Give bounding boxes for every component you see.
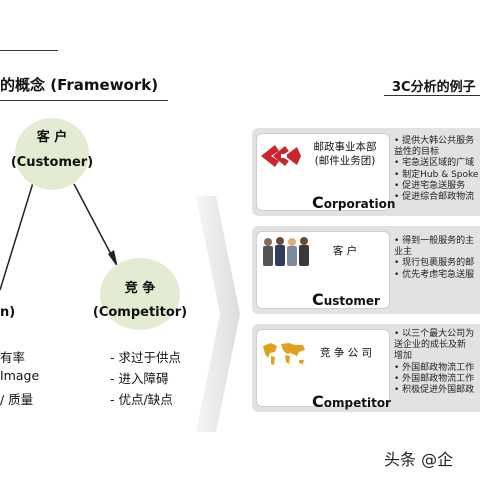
customer-english: (Customer)	[10, 155, 94, 170]
corporation-bullets: • 提供大韩公共服务 益性的目标 • 宅急送区域的广域 • 制定Hub & Sp…	[394, 136, 478, 203]
competitor-footer-rest: ompetitor	[323, 396, 391, 410]
customer-name: 客 户	[36, 130, 68, 145]
header-rule	[0, 50, 58, 51]
framework-diagram	[0, 118, 180, 330]
competitor-attr-3: - 优点/缺点	[110, 392, 173, 407]
competitor-tile	[256, 329, 390, 407]
bullet: 增加	[394, 351, 413, 362]
competitor-bullets: • 以三个最大公司为 送企业的成长及新 增加 • 外国邮政物流工作 • 外国邮政…	[394, 329, 474, 396]
competitor-footer-cap: C	[312, 392, 324, 411]
corporation-org-line2: (邮件业务团)	[314, 155, 376, 167]
competitor-ellipse	[100, 258, 180, 330]
customer-org: 客 户	[332, 245, 358, 257]
competitor-footer: Competitor	[312, 392, 391, 411]
customer-footer: Customer	[312, 290, 380, 309]
bullet: • 外国邮政物流工作	[394, 373, 475, 384]
edge-right	[73, 183, 115, 261]
bullet: • 宅急送区域的广域	[394, 158, 475, 169]
corporation-tile	[256, 133, 390, 211]
customer-ellipse	[15, 118, 89, 190]
competitor-attr-2: - 进入障碍	[110, 371, 169, 386]
competitor-attr-1: - 求过于供点	[110, 350, 181, 365]
bullet: • 得到一般服务的主	[394, 236, 475, 246]
corporation-footer: Corporation	[312, 193, 395, 212]
bullet: • 外国邮政物流工作	[394, 362, 475, 373]
competitor-name: 竞 争	[124, 281, 156, 296]
bullet: • 制定Hub & Spoke	[394, 169, 479, 180]
corporation-label-partial: n)	[0, 305, 16, 320]
framework-title-underline	[0, 100, 168, 101]
bullet: 益性的目标	[394, 147, 440, 158]
bullet: • 促进综合邮政物流	[394, 192, 475, 203]
bullet: • 积极促进外国邮政	[394, 385, 475, 396]
example-title: 3C分析的例子	[392, 80, 476, 95]
bullet: • 提供大韩公共服务	[394, 136, 475, 146]
bullet: • 以三个最大公司为	[394, 329, 475, 339]
customer-footer-rest: ustomer	[323, 294, 380, 308]
corporation-footer-cap: C	[312, 193, 324, 212]
framework-title: 的概念 (Framework)	[0, 76, 159, 94]
corporation-attr-2: Image	[0, 368, 40, 383]
transition-chevron-icon	[196, 196, 240, 432]
edge-right-arrowhead	[108, 250, 118, 268]
corporation-org-line1: 邮政事业本部	[313, 141, 377, 153]
world-map-icon	[263, 343, 305, 365]
corporation-attr-3: / 质量	[0, 392, 34, 407]
corporation-footer-rest: orporation	[323, 197, 396, 211]
competitor-english: (Competitor)	[92, 305, 188, 320]
watermark: 头条 @企	[384, 450, 454, 469]
bullet: • 优先考虑宅急送服	[394, 269, 475, 280]
customer-bullets: • 得到一般服务的主 业主 • 现行包裹服务的邮 • 优先考虑宅急送服	[394, 236, 474, 281]
bullet: • 促进宅急送服务	[394, 180, 466, 191]
bullet: 送企业的成长及新	[394, 340, 467, 351]
competitor-org: 竞 争 公 司	[319, 347, 372, 359]
bullet: • 现行包裹服务的邮	[394, 258, 475, 269]
example-title-underline	[384, 95, 480, 96]
postal-logo-icon	[261, 145, 301, 167]
corporation-attr-1: 有率	[0, 350, 26, 365]
bullet: 业主	[394, 247, 413, 258]
business-people-icon	[263, 237, 309, 266]
customer-footer-cap: C	[312, 290, 324, 309]
